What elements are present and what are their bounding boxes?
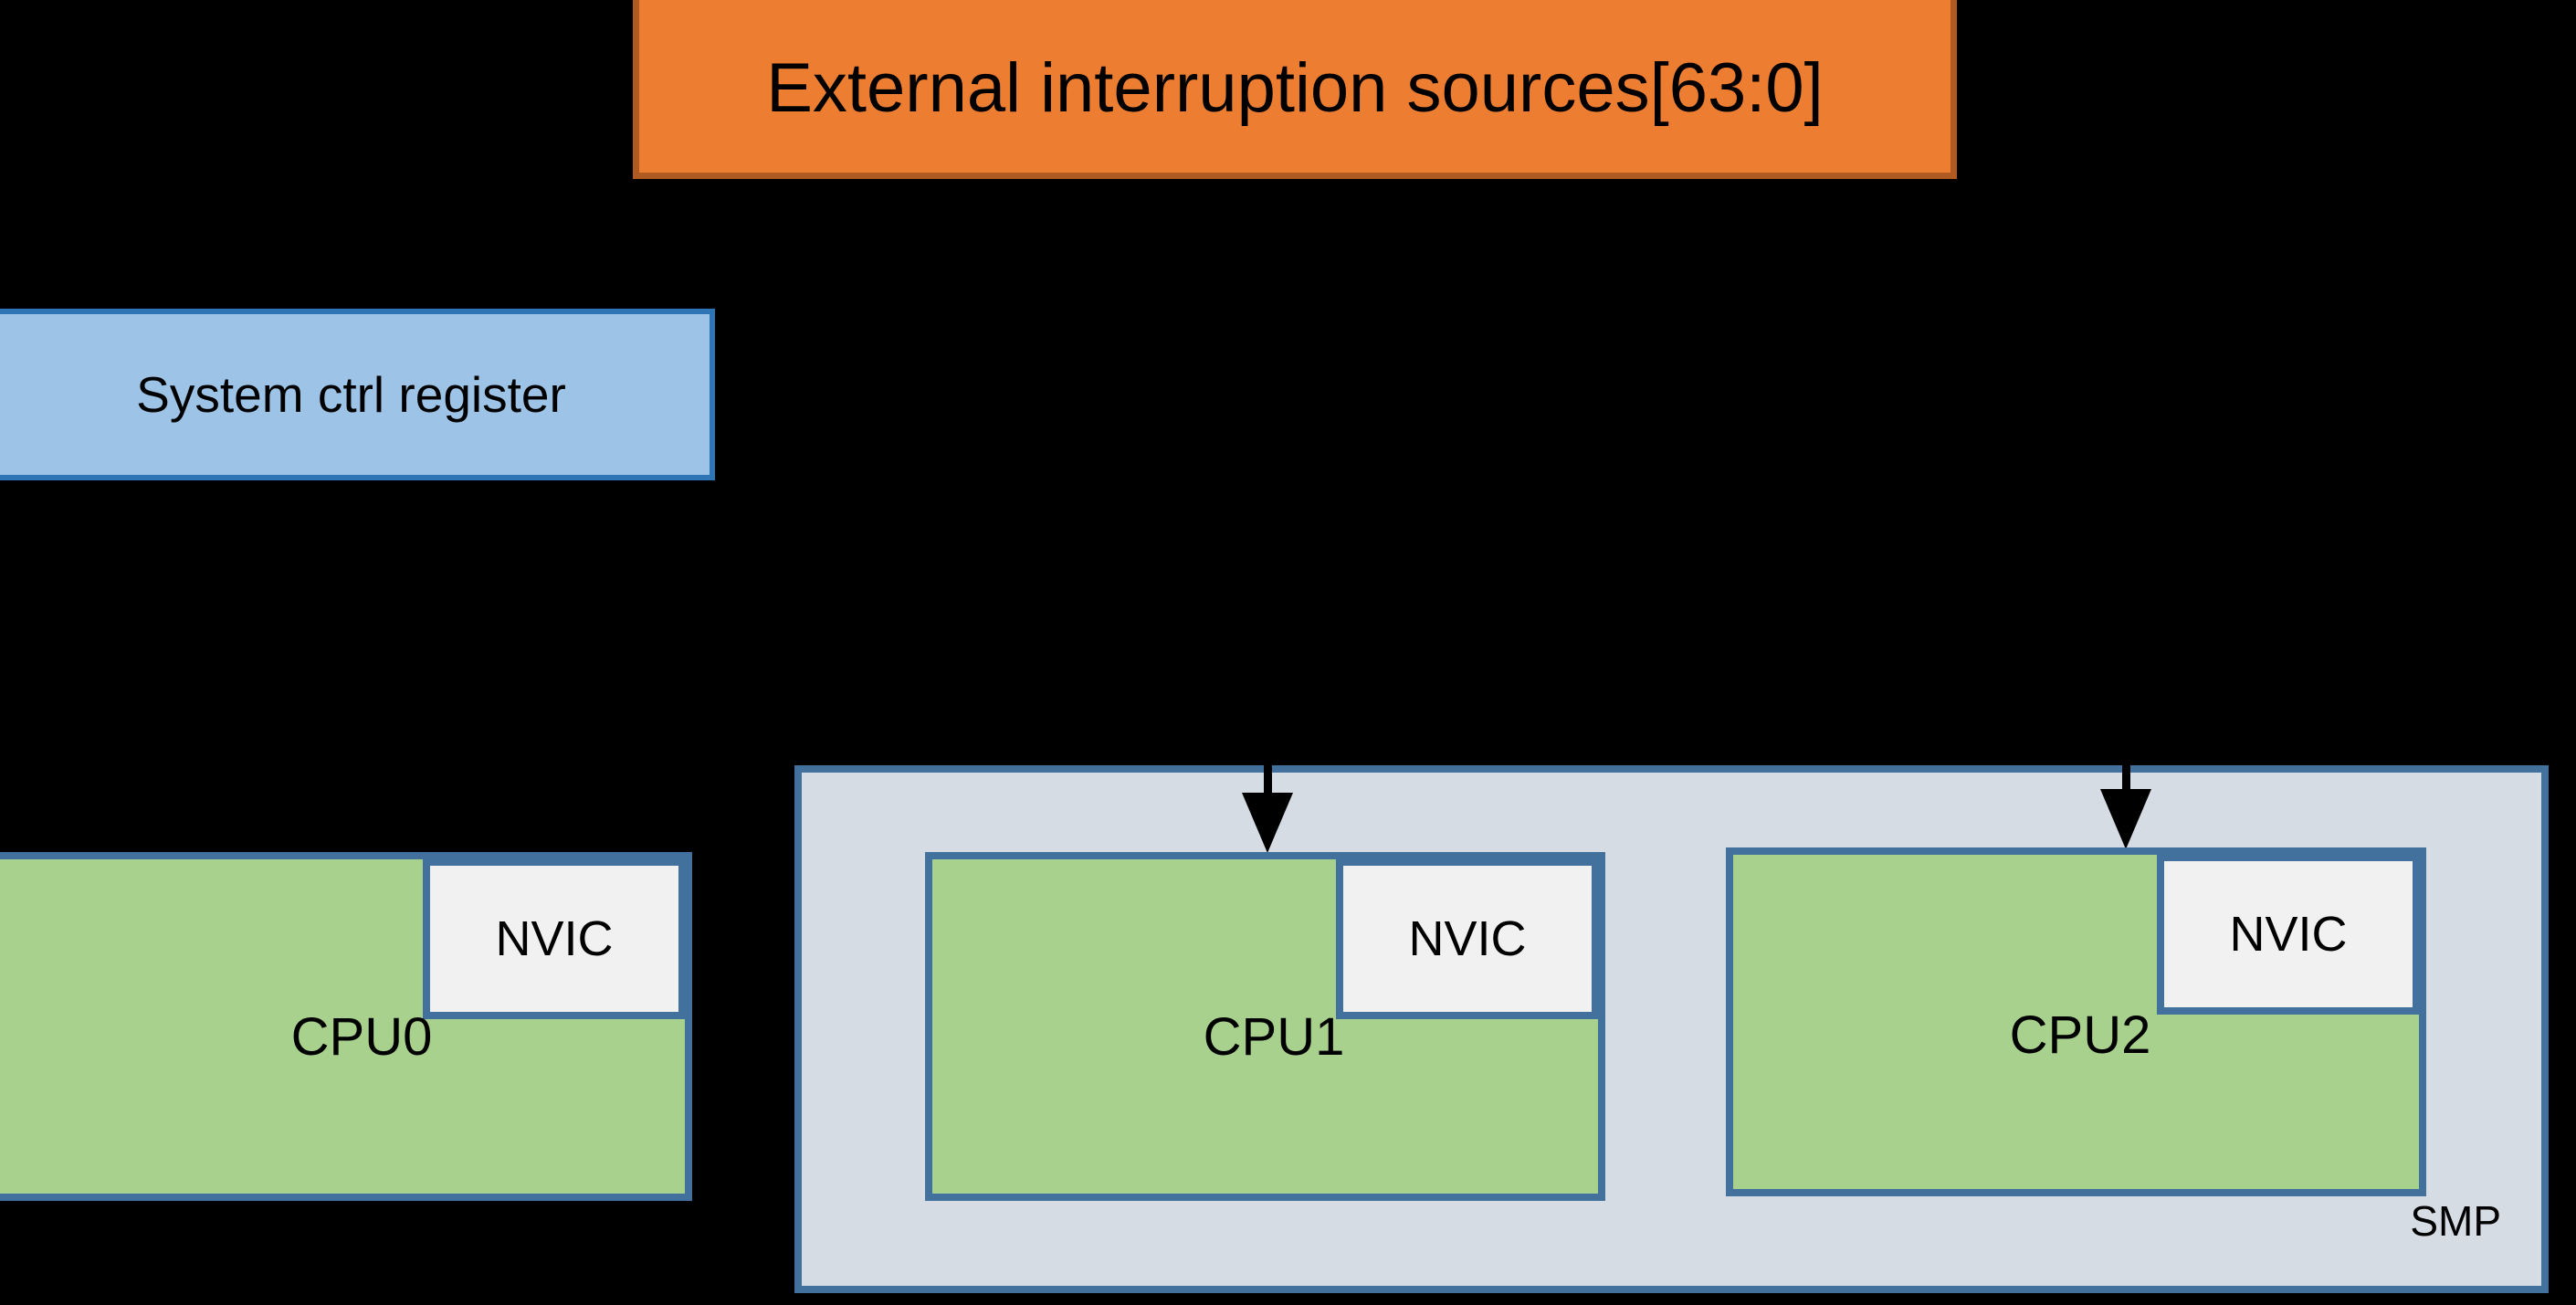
cpu1-label: CPU1 [1203,1007,1345,1067]
external-interrupt-sources-block: External interruption sources[63:0] [633,0,1957,179]
cpu0-nvic-block: NVIC [423,858,686,1019]
system-ctrl-register-label: System ctrl register [136,365,566,423]
smp-label: SMP [2410,1197,2501,1245]
arrow-shaft [350,793,358,857]
cpu0-label: CPU0 [290,1007,433,1067]
cpu0-nvic-label: NVIC [495,911,614,966]
cpu2-nvic-label: NVIC [2229,907,2348,962]
cpu1-nvic-label: NVIC [1408,911,1527,966]
system-ctrl-register-block: System ctrl register [0,309,715,480]
cpu1-group: NVIC CPU1 [925,852,1605,1201]
cpu1-nvic-block: NVIC [1336,858,1599,1019]
cpu2-nvic-block: NVIC [2157,854,2420,1015]
external-interrupt-sources-label: External interruption sources[63:0] [766,49,1824,127]
cpu0-group: NVIC CPU0 [0,852,692,1201]
cpu2-label: CPU2 [2009,1005,2151,1065]
arrow-to-cpu0-icon [331,793,375,857]
cpu2-group: NVIC CPU2 [1726,847,2426,1196]
